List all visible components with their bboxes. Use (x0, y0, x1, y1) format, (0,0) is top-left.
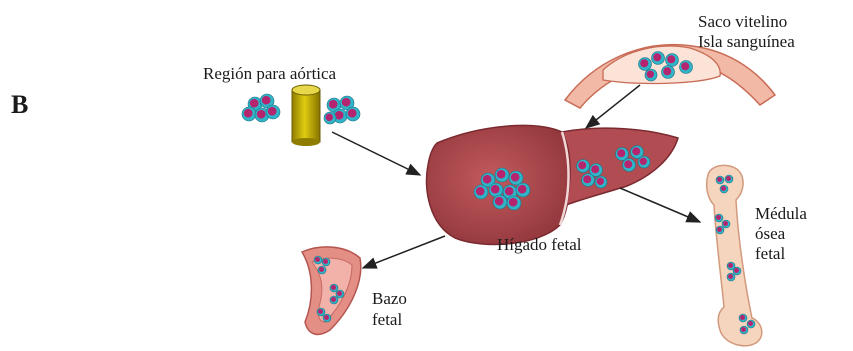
blood-cell-nucleus (348, 109, 357, 118)
blood-cell-nucleus (257, 110, 266, 119)
arrow-liver-to-spleen (363, 236, 445, 268)
blood-cell-nucleus (491, 185, 500, 194)
blood-cell-nucleus (663, 67, 671, 75)
blood-cell-nucleus (495, 197, 504, 206)
blood-cell-nucleus (331, 285, 336, 290)
blood-cell-nucleus (740, 315, 745, 320)
blood-cell-nucleus (748, 321, 753, 326)
blood-cell-nucleus (653, 53, 661, 61)
blood-cell-nucleus (323, 259, 328, 264)
blood-cell-nucleus (578, 161, 586, 169)
fetal-bone-marrow (707, 165, 762, 345)
blood-cell-nucleus (318, 309, 323, 314)
blood-cell-nucleus (640, 59, 648, 67)
blood-cell-nucleus (505, 187, 514, 196)
blood-cell-nucleus (342, 98, 351, 107)
blood-cell-nucleus (681, 62, 689, 70)
blood-cell-nucleus (326, 114, 333, 121)
blood-cell-nucleus (728, 274, 733, 279)
blood-cell-nucleus (647, 71, 654, 78)
label-yolk-sac: Saco vitelino (698, 12, 787, 31)
blood-cell-nucleus (509, 198, 518, 207)
label-marrow-1: Médula (755, 204, 807, 223)
blood-cell-nucleus (583, 175, 591, 183)
blood-cell-nucleus (624, 160, 632, 168)
blood-cell-nucleus (734, 268, 739, 273)
blood-cell-nucleus (723, 221, 728, 226)
label-para-aortic: Región para aórtica (203, 64, 336, 83)
blood-cell-nucleus (476, 187, 485, 196)
fetal-liver (426, 125, 678, 244)
blood-cell-nucleus (640, 158, 647, 165)
blood-cell-nucleus (597, 178, 604, 185)
blood-cell-nucleus (268, 107, 277, 116)
blood-cell-nucleus (728, 263, 733, 268)
blood-cell-nucleus (591, 165, 599, 173)
blood-cell-nucleus (716, 215, 721, 220)
blood-cell-nucleus (721, 186, 726, 191)
blood-cell-nucleus (329, 100, 338, 109)
blood-cell-nucleus (667, 55, 675, 63)
blood-cell-nucleus (717, 177, 722, 182)
label-spleen-1: Bazo (372, 289, 407, 308)
label-spleen-2: fetal (372, 310, 402, 329)
blood-cell-nucleus (726, 176, 731, 181)
blood-cell-nucleus (617, 149, 625, 157)
blood-cell-nucleus (717, 227, 722, 232)
label-marrow-2: ósea (755, 224, 785, 243)
label-blood-island: Isla sanguínea (698, 32, 795, 51)
blood-cell-nucleus (319, 267, 324, 272)
blood-cell-nucleus (262, 96, 271, 105)
yolk-sac (565, 45, 775, 108)
blood-cell-nucleus (741, 327, 746, 332)
blood-cell-nucleus (483, 175, 492, 184)
label-fetal-liver: Hígado fetal (497, 235, 582, 254)
blood-cell-nucleus (511, 173, 520, 182)
arrow-aorta-to-liver (332, 132, 420, 175)
label-marrow-3: fetal (755, 244, 785, 263)
arrow-liver-to-bone (620, 188, 700, 222)
blood-cell-nucleus (497, 170, 506, 179)
blood-cell-nucleus (250, 99, 259, 108)
blood-cell-nucleus (331, 297, 336, 302)
panel-letter: B (11, 90, 28, 120)
blood-cell-nucleus (315, 257, 320, 262)
blood-cell-nucleus (518, 185, 527, 194)
fetal-spleen (302, 247, 361, 335)
blood-cell-nucleus (632, 147, 640, 155)
blood-cell-nucleus (244, 109, 253, 118)
blood-cell-nucleus (337, 291, 342, 296)
blood-cell-nucleus (324, 315, 329, 320)
